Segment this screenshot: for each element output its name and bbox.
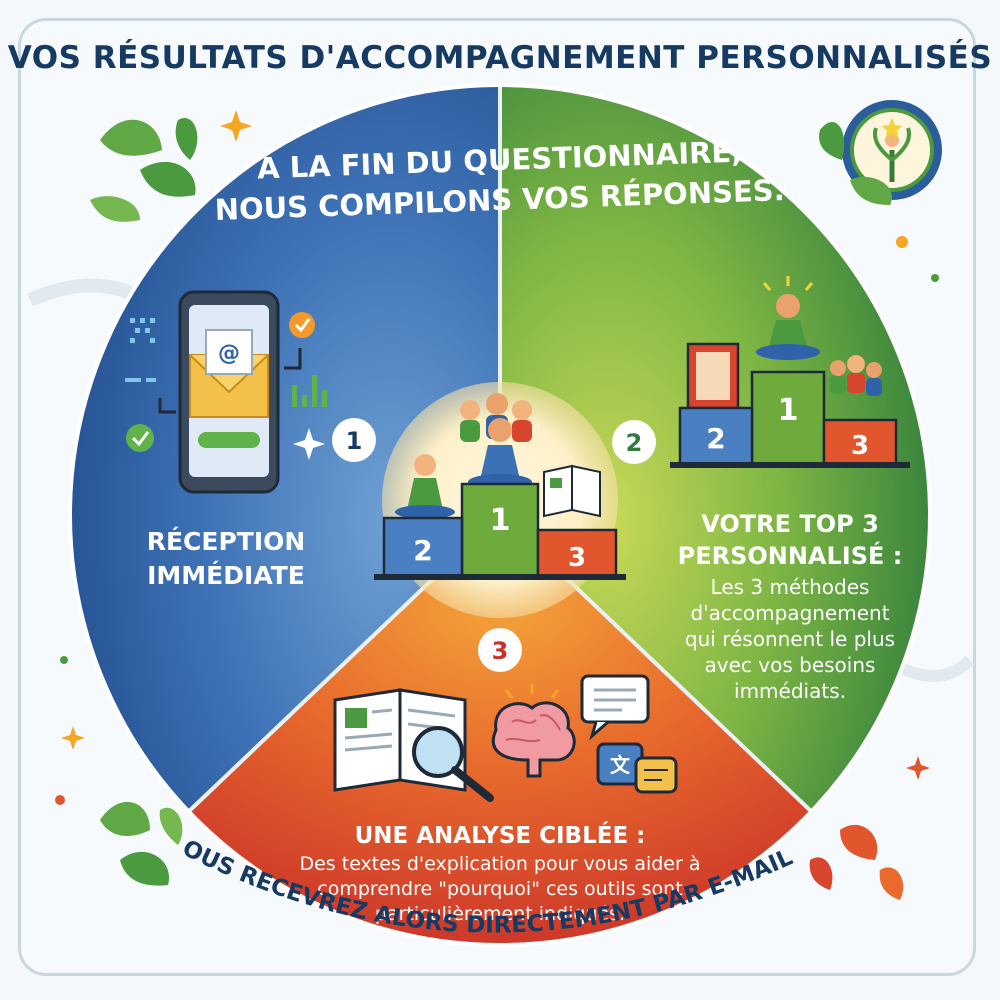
sparkle-icon — [220, 110, 252, 142]
step-2-heading-line-1: VOTRE TOP 3 — [701, 510, 879, 538]
podium-icon: 1 2 3 — [374, 393, 626, 580]
decor-dot — [60, 656, 68, 664]
brain-icon — [491, 684, 576, 778]
step-2-heading-line-2: PERSONNALISÉ : — [678, 541, 903, 570]
step-1-number: 1 — [346, 427, 363, 455]
step-1-badge — [332, 418, 376, 462]
step-3-body-line-2: comprendre "pourquoi" ces outils sont — [317, 878, 682, 900]
step-3-badge — [478, 628, 522, 672]
step-2-badge — [612, 420, 656, 464]
leaf-icon — [100, 801, 183, 886]
podium-third: 3 — [568, 543, 586, 573]
seal-tree-icon — [842, 100, 942, 200]
leaf-icon — [819, 121, 892, 205]
at-symbol: @ — [218, 341, 240, 366]
leaf-icon — [809, 824, 904, 900]
podium-second-small: 2 — [706, 422, 725, 455]
step-2-body-line-4: avec vos besoins — [705, 653, 876, 677]
step-2-number: 2 — [626, 429, 643, 457]
book-magnifier-icon — [333, 688, 494, 802]
step-3-heading: UNE ANALYSE CIBLÉE : — [355, 821, 646, 849]
decor-dot — [931, 274, 939, 282]
segment-blue — [70, 85, 500, 815]
sparkle-icon — [61, 726, 85, 750]
step-2-body-line-2: d'accompagnement — [690, 601, 889, 625]
step-1-heading-line-1: RÉCEPTION — [147, 527, 306, 556]
translate-symbol: 文 — [610, 753, 631, 777]
step-3-number: 3 — [492, 637, 509, 665]
podium-icon: 1 2 3 — [670, 276, 910, 468]
step-1-heading-line-2: IMMÉDIATE — [147, 561, 305, 590]
sparkle-icon — [906, 756, 930, 780]
step-3-body-line-1: Des textes d'explication pour vous aider… — [299, 853, 700, 875]
decor-dot — [896, 236, 908, 248]
decor-dot — [55, 795, 65, 805]
step-2-body-line-1: Les 3 méthodes — [711, 575, 870, 599]
step-2-body-line-5: immédiats. — [734, 679, 846, 703]
step-2-body-line-3: qui résonnent le plus — [685, 627, 895, 651]
phone-email-icon: @ — [125, 290, 327, 494]
leaf-icon — [90, 118, 198, 222]
podium-first: 1 — [490, 503, 511, 538]
podium-third-small: 3 — [851, 431, 869, 461]
podium-first-small: 1 — [778, 393, 799, 428]
translate-icon: 文 — [596, 742, 678, 794]
chat-bubble-icon — [580, 674, 650, 741]
page-title: VOS RÉSULTATS D'ACCOMPAGNEMENT PERSONNAL… — [7, 40, 993, 76]
podium-second: 2 — [413, 534, 432, 567]
sparkle-icon — [293, 428, 325, 460]
step-3-body-line-3: particulièrement indiqués. — [375, 903, 625, 925]
